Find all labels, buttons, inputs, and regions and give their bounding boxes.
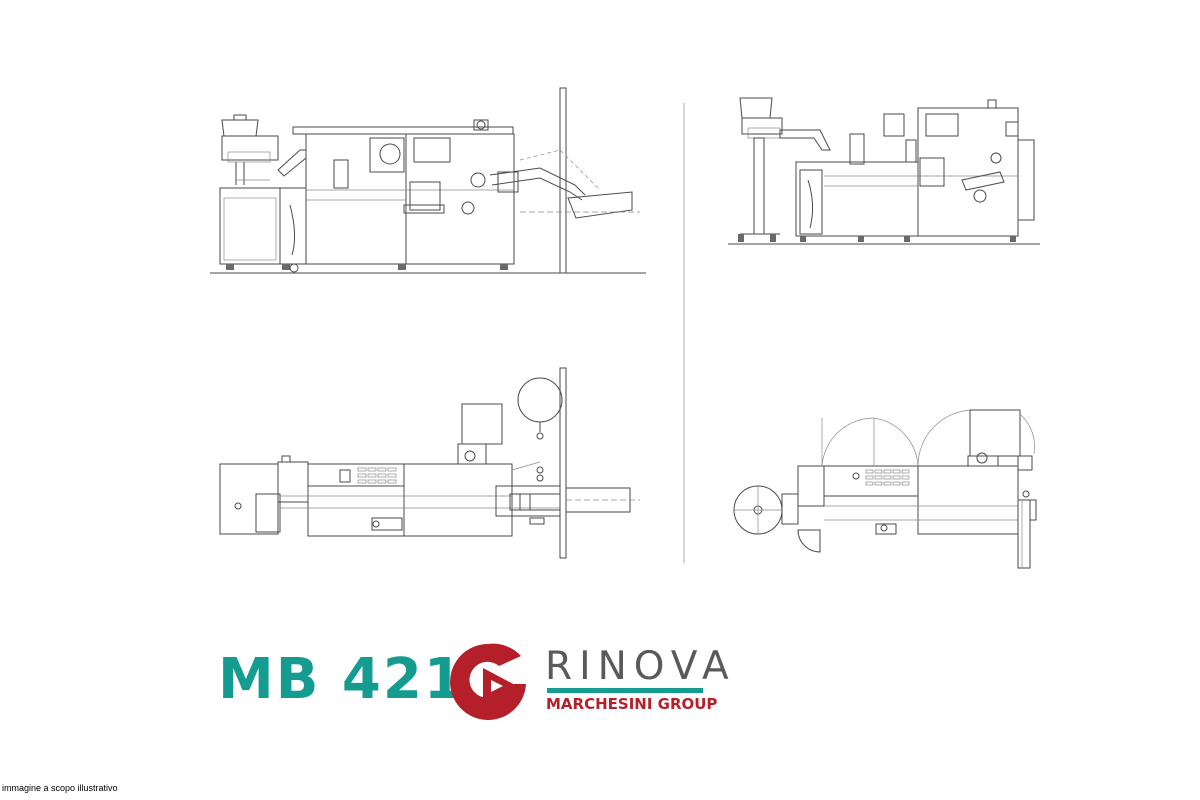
rinova-logo-icon	[450, 643, 526, 720]
group-name: MARCHESINI GROUP	[546, 695, 718, 713]
front-elevation-view	[210, 87, 646, 274]
brand-underline-bar	[547, 688, 703, 693]
disclaimer-text: immagine a scopo illustrativo	[2, 783, 118, 793]
model-name: MB 421	[218, 647, 465, 712]
top-plan-view-right	[733, 409, 1037, 569]
brand-name: RINOVA	[545, 644, 736, 689]
side-elevation-view	[728, 97, 1040, 245]
top-plan-view-left	[219, 367, 640, 559]
